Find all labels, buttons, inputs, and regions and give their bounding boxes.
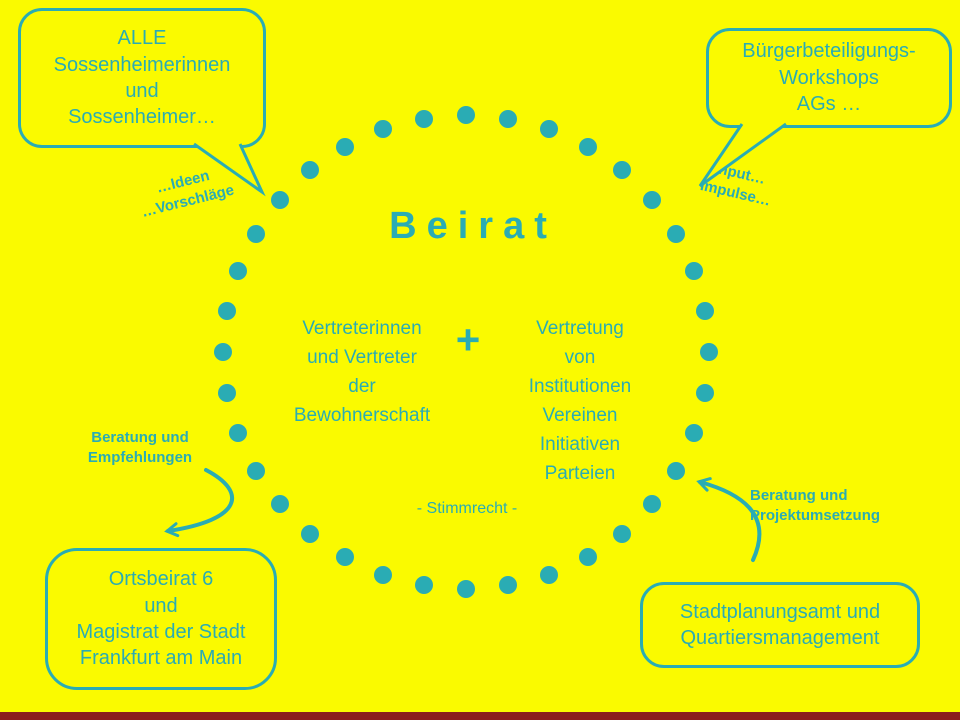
callout-line: AGs … bbox=[796, 93, 862, 116]
ring-dot bbox=[228, 261, 247, 280]
label-beratung-empfehlungen: Beratung und Empfehlungen bbox=[70, 428, 210, 469]
label-ideen-vorschlaege: …Ideen …Vorschläge bbox=[115, 156, 256, 228]
ring-dot bbox=[578, 548, 597, 567]
label-input-impulse: Input… Impulse… bbox=[677, 152, 798, 217]
ring-dot bbox=[613, 524, 632, 543]
ring-dot bbox=[335, 137, 354, 156]
ring-dot bbox=[613, 161, 632, 180]
box-line: Quartiersmanagement bbox=[680, 627, 880, 649]
note-stimmrecht: - Stimmrecht - bbox=[416, 500, 518, 517]
ring-dot bbox=[414, 109, 433, 128]
member-block-institutions: Vertretung von Institutionen Vereinen In… bbox=[492, 314, 668, 488]
ring-dot bbox=[373, 565, 392, 584]
label-line: Beratung und bbox=[750, 487, 848, 504]
box-line: Frankfurt am Main bbox=[79, 647, 243, 670]
ring-dot bbox=[414, 576, 433, 595]
ring-dot bbox=[270, 190, 289, 209]
callout-line: Sossenheimerinnen bbox=[53, 53, 231, 76]
ring-dot bbox=[667, 461, 686, 480]
callout-line: Sossenheimer… bbox=[68, 106, 216, 129]
member-line: Vereinen bbox=[542, 405, 618, 426]
label-line: Empfehlungen bbox=[87, 449, 193, 467]
ring-dot bbox=[373, 120, 392, 139]
callout-line: und bbox=[125, 80, 159, 102]
box-stadtplanungsamt: Stadtplanungsamt und Quartiersmanagement bbox=[640, 582, 920, 668]
member-line: Bewohnerschaft bbox=[293, 405, 431, 426]
ring-dot bbox=[667, 224, 686, 243]
arrow-to-ortsbeirat bbox=[164, 468, 235, 538]
ring-dot bbox=[214, 343, 232, 361]
member-line: von bbox=[564, 347, 596, 368]
ring-dot bbox=[300, 524, 319, 543]
member-line: und Vertreter bbox=[307, 347, 417, 368]
ring-dot bbox=[246, 224, 265, 243]
label-line: Projektumsetzung bbox=[750, 507, 881, 525]
beirat-title: Beirat bbox=[389, 205, 557, 247]
ring-dot bbox=[300, 161, 319, 180]
ring-dot bbox=[540, 120, 559, 139]
ring-dot bbox=[457, 580, 475, 598]
ring-dot bbox=[685, 424, 704, 443]
ring-dot bbox=[457, 106, 475, 124]
label-beratung-projektumsetzung: Beratung und Projektumsetzung bbox=[750, 486, 920, 527]
ring-dot bbox=[499, 576, 518, 595]
box-ortsbeirat: Ortsbeirat 6 und Magistrat der Stadt Fra… bbox=[45, 548, 277, 690]
member-line: Parteien bbox=[544, 463, 616, 484]
ring-dot bbox=[217, 301, 236, 320]
member-line: Vertretung bbox=[536, 318, 624, 339]
ring-dot bbox=[499, 109, 518, 128]
plus-sign: + bbox=[455, 316, 481, 363]
ring-dot bbox=[540, 565, 559, 584]
ring-dot bbox=[685, 261, 704, 280]
member-line: Initiativen bbox=[539, 434, 621, 455]
label-line: Beratung und bbox=[91, 429, 189, 446]
ring-dot bbox=[643, 190, 662, 209]
ring-dot bbox=[246, 461, 265, 480]
callout-workshops: Bürgerbeteiligungs- Workshops AGs … bbox=[706, 28, 952, 128]
ring-dot bbox=[700, 343, 718, 361]
member-line: Institutionen bbox=[528, 376, 632, 397]
ring-dot bbox=[335, 548, 354, 567]
callout-line: Workshops bbox=[779, 66, 879, 89]
callout-line: ALLE bbox=[117, 27, 167, 50]
box-line: Stadtplanungsamt und bbox=[679, 600, 881, 623]
member-line: Vertreterinnen bbox=[302, 318, 422, 339]
footer-strip bbox=[0, 712, 960, 720]
box-line: Ortsbeirat 6 bbox=[108, 568, 214, 591]
ring-dot bbox=[578, 137, 597, 156]
ring-dot bbox=[217, 384, 236, 403]
member-line: der bbox=[348, 376, 376, 397]
ring-dot bbox=[228, 424, 247, 443]
ring-dot bbox=[643, 495, 662, 514]
ring-dot bbox=[696, 301, 715, 320]
ring-dot bbox=[696, 384, 715, 403]
box-line: und bbox=[144, 594, 178, 617]
callout-line: Bürgerbeteiligungs- bbox=[742, 40, 916, 63]
member-block-residents: Vertreterinnen und Vertreter der Bewohne… bbox=[270, 314, 454, 430]
box-line: Magistrat der Stadt bbox=[76, 621, 246, 643]
ring-dot bbox=[270, 495, 289, 514]
callout-residents: ALLE Sossenheimerinnen und Sossenheimer… bbox=[18, 8, 266, 148]
